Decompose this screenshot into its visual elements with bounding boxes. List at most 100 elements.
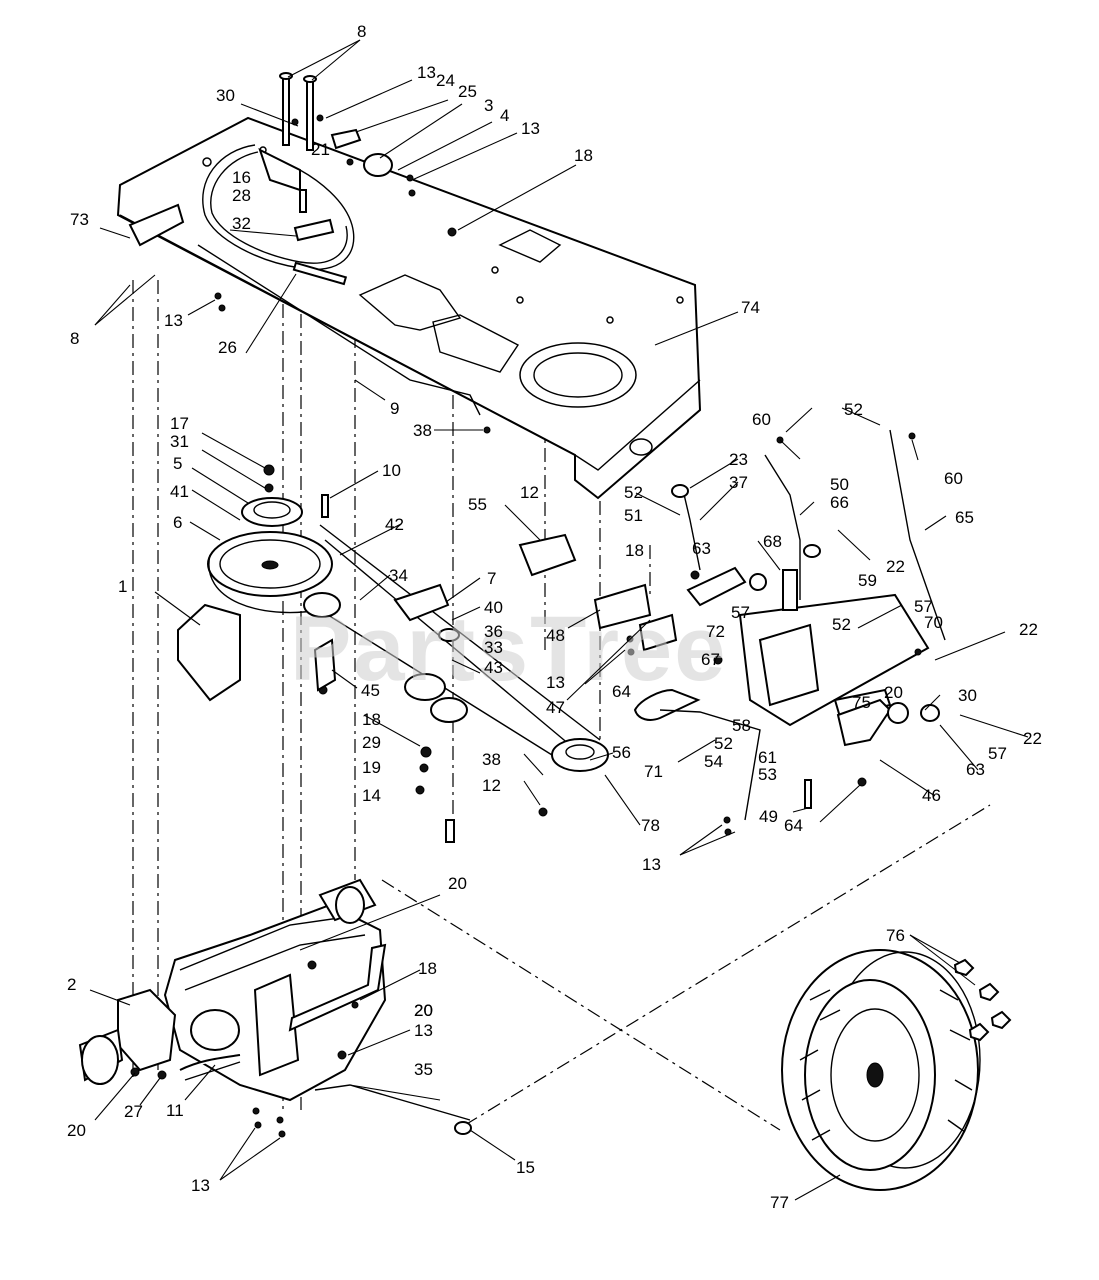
callout-22: 22 <box>886 557 905 576</box>
callout-52: 52 <box>624 483 643 502</box>
callout-30: 30 <box>958 686 977 705</box>
callout-36: 36 <box>484 622 503 641</box>
callout-29: 29 <box>362 733 381 752</box>
callout-59: 59 <box>858 571 877 590</box>
callout-64: 64 <box>784 816 803 835</box>
callout-38: 38 <box>482 750 501 769</box>
callout-8: 8 <box>70 329 79 348</box>
callout-65: 65 <box>955 508 974 527</box>
callout-13: 13 <box>164 311 183 330</box>
callout-43: 43 <box>484 658 503 677</box>
rear-wheel <box>781 949 1012 1191</box>
callout-52: 52 <box>714 734 733 753</box>
callout-63: 63 <box>692 539 711 558</box>
callout-13: 13 <box>521 119 540 138</box>
callout-57: 57 <box>731 603 750 622</box>
callout-28: 28 <box>232 186 251 205</box>
callout-12: 12 <box>482 776 501 795</box>
callout-13: 13 <box>546 673 565 692</box>
callout-70: 70 <box>924 613 943 632</box>
callout-52: 52 <box>832 615 851 634</box>
callout-16: 16 <box>232 168 251 187</box>
callout-17: 17 <box>170 414 189 433</box>
callout-20: 20 <box>884 683 903 702</box>
callout-48: 48 <box>546 626 565 645</box>
callout-63: 63 <box>966 760 985 779</box>
callout-2: 2 <box>67 975 76 994</box>
callout-54: 54 <box>704 752 723 771</box>
callout-74: 74 <box>741 298 760 317</box>
callout-57: 57 <box>988 744 1007 763</box>
callout-55: 55 <box>468 495 487 514</box>
callout-67: 67 <box>701 650 720 669</box>
callout-37: 37 <box>729 473 748 492</box>
main-frame <box>116 116 702 500</box>
callout-22: 22 <box>1023 729 1042 748</box>
callout-56: 56 <box>612 743 631 762</box>
callout-9: 9 <box>390 399 399 418</box>
callout-23: 23 <box>729 450 748 469</box>
callout-22: 22 <box>1019 620 1038 639</box>
transaxle <box>78 878 472 1138</box>
callout-72: 72 <box>706 622 725 641</box>
callout-32: 32 <box>232 214 251 233</box>
callout-73: 73 <box>70 210 89 229</box>
drive-belt-assembly <box>207 261 609 843</box>
callout-30: 30 <box>216 86 235 105</box>
callout-64: 64 <box>612 682 631 701</box>
frame-hardware <box>128 72 457 312</box>
callout-68: 68 <box>763 532 782 551</box>
callout-26: 26 <box>218 338 237 357</box>
callout-60: 60 <box>752 410 771 429</box>
callout-53: 53 <box>758 765 777 784</box>
callout-78: 78 <box>641 816 660 835</box>
callout-34: 34 <box>389 566 408 585</box>
callout-4: 4 <box>500 106 509 125</box>
callout-57: 57 <box>914 597 933 616</box>
callout-18: 18 <box>362 710 381 729</box>
callout-20: 20 <box>414 1001 433 1020</box>
callout-49: 49 <box>759 807 778 826</box>
callout-18: 18 <box>625 541 644 560</box>
callout-13: 13 <box>191 1176 210 1195</box>
callout-40: 40 <box>484 598 503 617</box>
callout-20: 20 <box>448 874 467 893</box>
callout-41: 41 <box>170 482 189 501</box>
callout-13: 13 <box>414 1021 433 1040</box>
callout-11: 11 <box>166 1101 184 1120</box>
callout-50: 50 <box>830 475 849 494</box>
callout-labels: 8 13 24 25 30 3 4 13 21 16 28 18 73 32 8… <box>67 22 1042 1212</box>
callout-18: 18 <box>574 146 593 165</box>
callout-15: 15 <box>516 1158 535 1177</box>
callout-20: 20 <box>414 1001 433 1020</box>
callout-20: 20 <box>67 1121 86 1140</box>
callout-6: 6 <box>173 513 182 532</box>
callout-42: 42 <box>385 515 404 534</box>
callout-18: 18 <box>418 959 437 978</box>
callout-27: 27 <box>124 1102 143 1121</box>
callout-60: 60 <box>944 469 963 488</box>
callout-38: 38 <box>413 421 432 440</box>
callout-71: 71 <box>644 762 663 781</box>
callout-66: 66 <box>830 493 849 512</box>
callout-21: 21 <box>311 140 330 159</box>
pedal-linkage <box>626 429 946 836</box>
callout-45: 45 <box>361 681 380 700</box>
callout-31: 31 <box>170 432 189 451</box>
callout-58: 58 <box>732 716 751 735</box>
callout-5: 5 <box>173 454 182 473</box>
callout-24: 24 <box>436 71 455 90</box>
shift-cable-inner <box>210 151 348 264</box>
watermark: PartsTree <box>290 598 727 700</box>
callout-47: 47 <box>546 698 565 717</box>
callout-10: 10 <box>382 461 401 480</box>
callout-35: 35 <box>414 1060 433 1079</box>
callout-3: 3 <box>484 96 493 115</box>
callout-25: 25 <box>458 82 477 101</box>
callout-75: 75 <box>852 693 871 712</box>
callout-12: 12 <box>520 483 539 502</box>
callout-7: 7 <box>487 569 496 588</box>
callout-13: 13 <box>417 63 436 82</box>
mid-brackets <box>177 533 678 702</box>
